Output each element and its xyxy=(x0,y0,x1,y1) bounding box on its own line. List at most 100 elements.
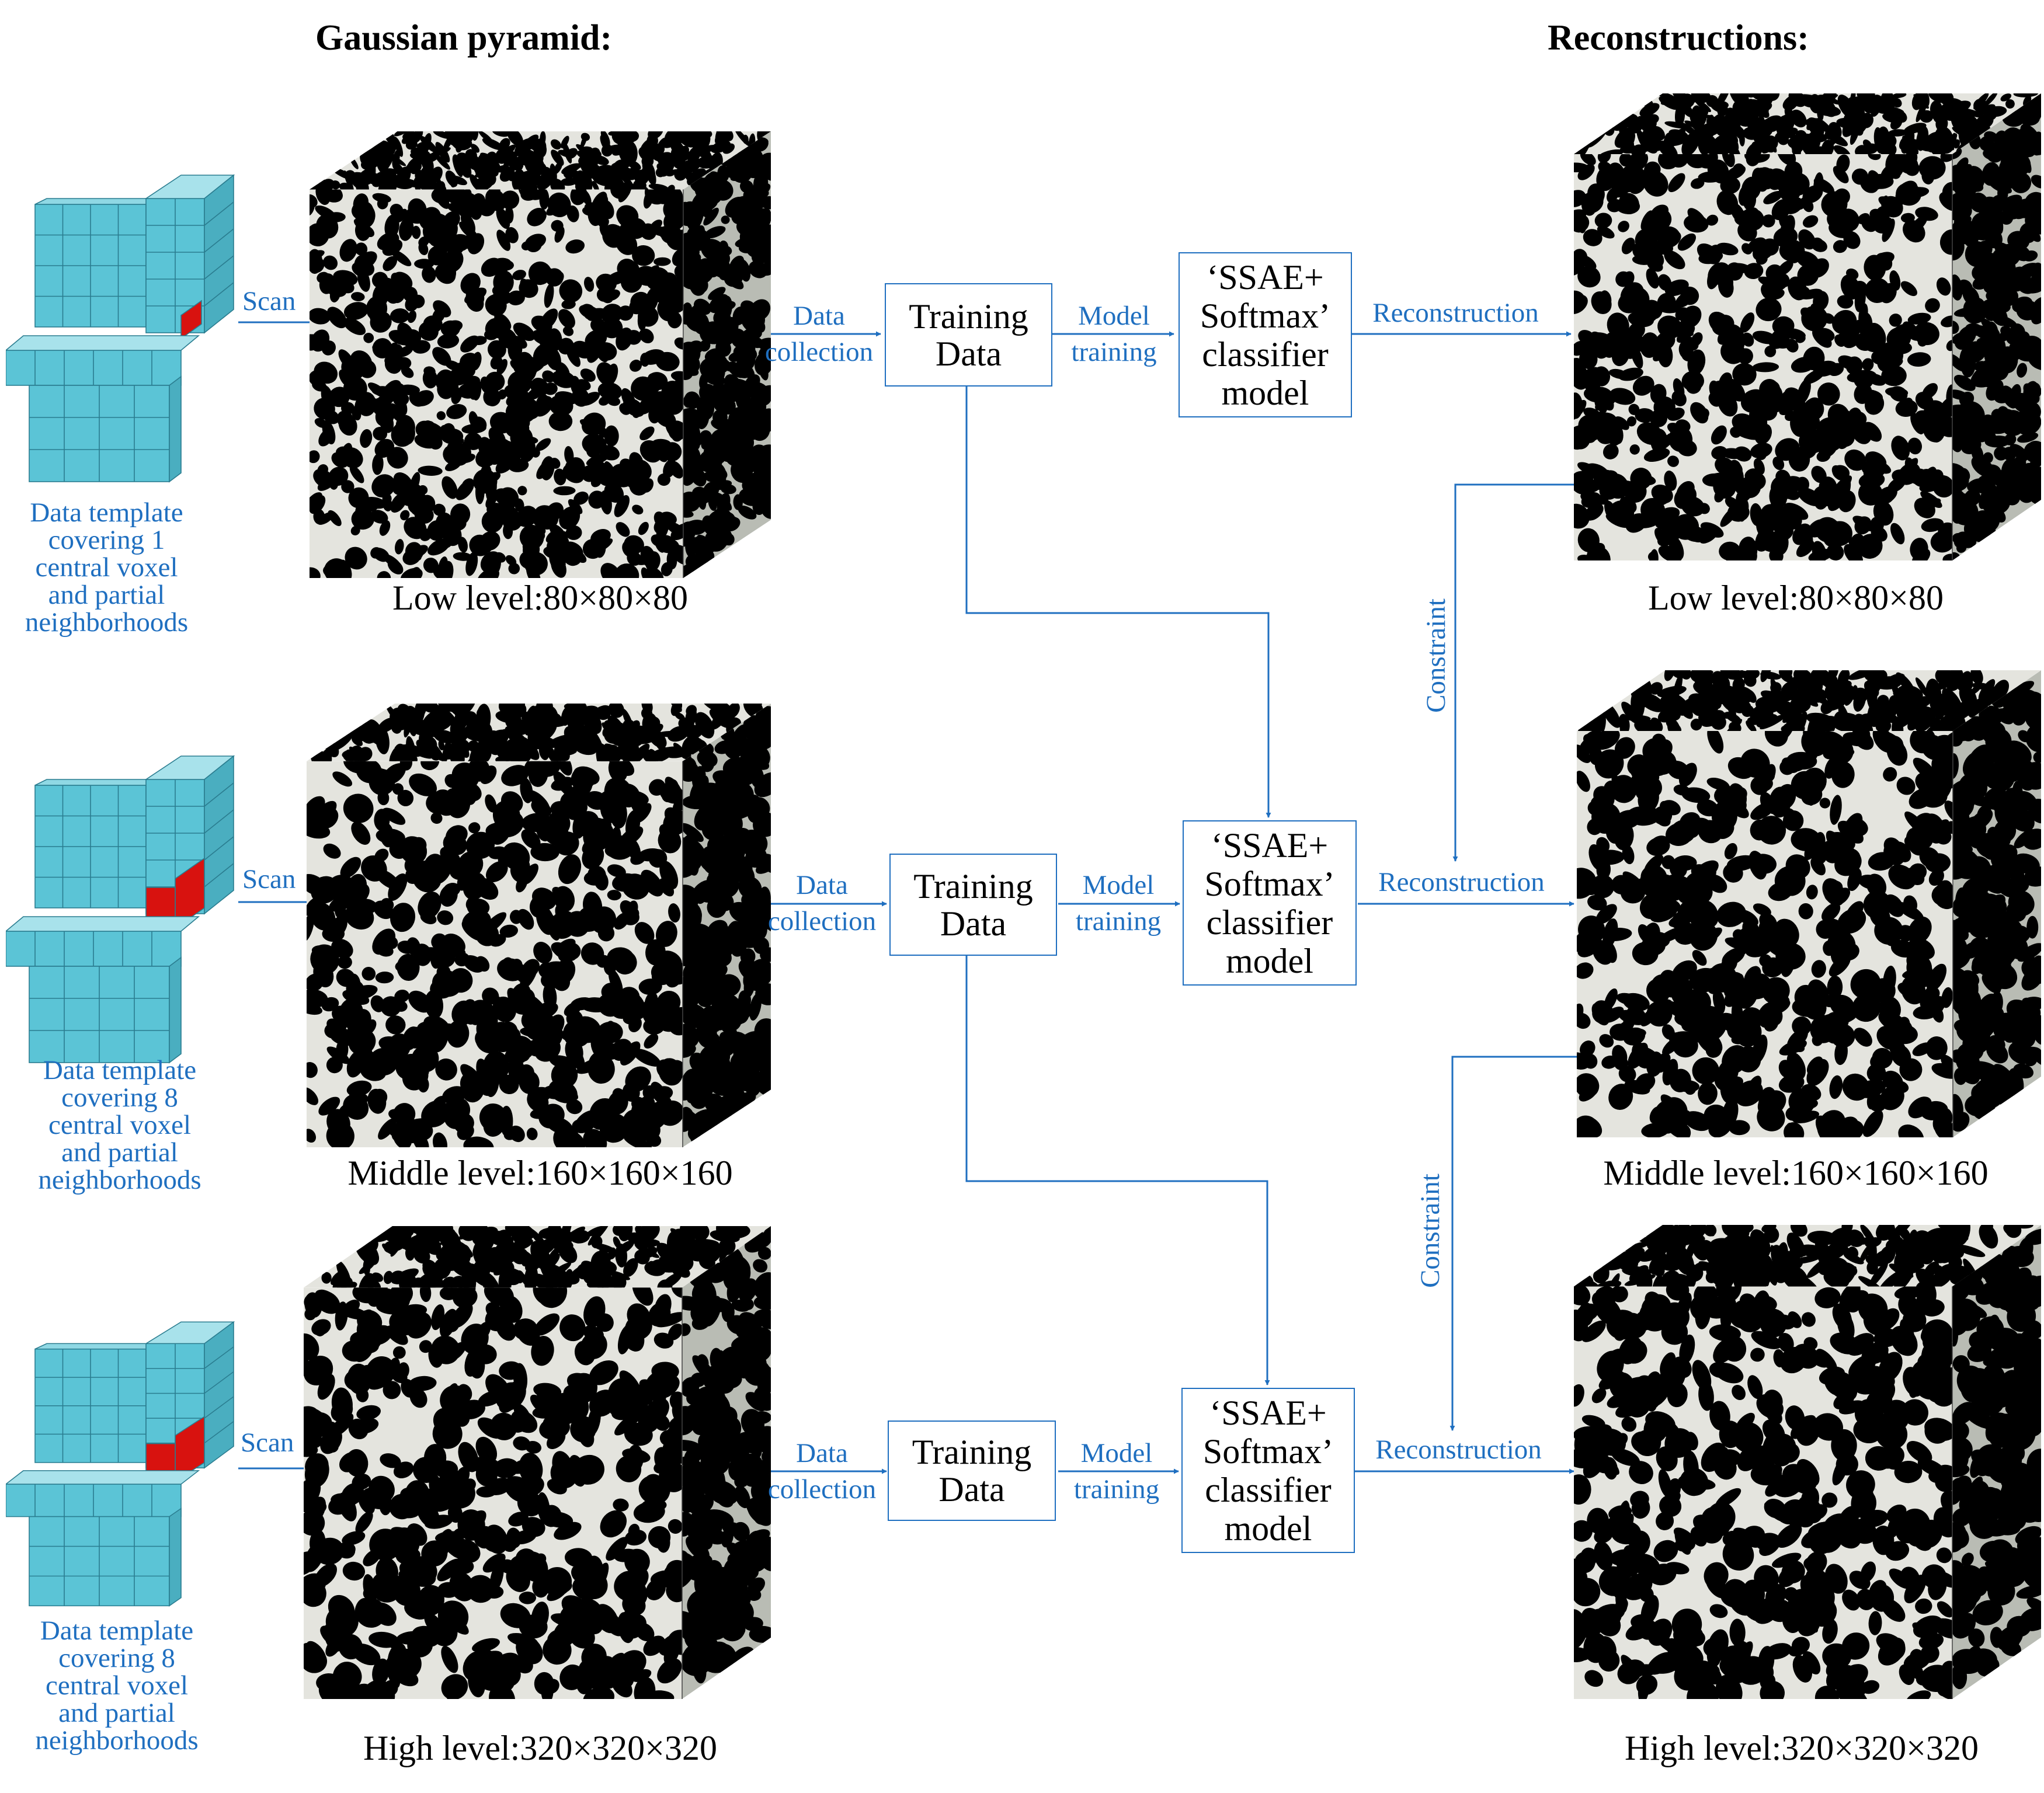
template-label-line: Data template xyxy=(30,497,183,528)
training-data-line: Training xyxy=(912,1433,1032,1471)
model-training-label-high: Model training xyxy=(1058,1435,1175,1507)
classifier-box-middle: ‘SSAE+ Softmax’ classifier model xyxy=(1183,820,1357,986)
constraint-label-upper: Constraint xyxy=(1421,598,1451,713)
cube-face-side xyxy=(683,131,771,578)
template-label-line: covering 1 xyxy=(48,525,165,555)
training-data-line: Data xyxy=(935,334,1002,373)
cube-face-top xyxy=(307,704,771,761)
data-collection-line: collection xyxy=(767,906,877,936)
template-label-middle: Data template covering 8 central voxel a… xyxy=(12,1057,228,1194)
classifier-box-high: ‘SSAE+ Softmax’ classifier model xyxy=(1181,1388,1355,1553)
pyramid-level-label-middle: Middle level:160×160×160 xyxy=(347,1154,733,1192)
template-label-line: Data template xyxy=(40,1616,194,1646)
classifier-line: classifier xyxy=(1206,903,1333,942)
template-label-low: Data template covering 1 central voxel a… xyxy=(0,499,213,636)
model-training-line: Model xyxy=(1080,1438,1153,1468)
template-label-line: Data template xyxy=(43,1055,197,1085)
cube-face-top xyxy=(310,131,771,190)
training-data-box-high: Training Data xyxy=(888,1421,1056,1521)
reconstructions-header: Reconstructions: xyxy=(1548,18,1809,58)
model-training-line: training xyxy=(1071,337,1157,367)
pyramid-level-label-high: High level:320×320×320 xyxy=(363,1729,717,1767)
cube-face-front xyxy=(1577,731,1953,1137)
data-collection-label-middle: Data collection xyxy=(756,867,888,939)
cube-face-front xyxy=(1574,1286,1952,1699)
gaussian-pyramid-header: Gaussian pyramid: xyxy=(315,18,613,58)
reconstruction-cube-high xyxy=(1574,1225,2041,1699)
pyramid-cube-high xyxy=(304,1226,771,1699)
cube-face-side xyxy=(682,704,771,1147)
reconstruction-cube-middle xyxy=(1577,670,2041,1137)
training-data-box-low: Training Data xyxy=(885,283,1052,387)
cube-face-side xyxy=(1952,670,2041,1137)
cube-face-front xyxy=(1574,154,1952,560)
training-to-middle-classifier-line xyxy=(965,387,1271,818)
training-data-line: Training xyxy=(913,866,1033,906)
training-data-box-middle: Training Data xyxy=(889,854,1057,956)
classifier-line: Softmax’ xyxy=(1200,296,1331,335)
classifier-box-low: ‘SSAE+ Softmax’ classifier model xyxy=(1179,252,1352,417)
template-label-line: and partial xyxy=(61,1137,178,1168)
template-label-line: covering 8 xyxy=(58,1643,175,1673)
cube-face-top xyxy=(304,1226,771,1288)
classifier-line: classifier xyxy=(1205,1470,1332,1509)
pyramid-cube-low xyxy=(310,131,771,578)
model-training-label-middle: Model training xyxy=(1060,867,1177,939)
pyramid-level-label-low: Low level:80×80×80 xyxy=(392,579,688,617)
model-training-line: Model xyxy=(1082,870,1155,900)
reconstruction-label-low: Reconstruction xyxy=(1372,298,1539,328)
cube-face-top xyxy=(1574,1225,2041,1287)
scan-label-low: Scan xyxy=(242,286,296,316)
cube-face-side xyxy=(1952,93,2041,560)
classifier-line: Softmax’ xyxy=(1204,864,1335,903)
model-training-line: Model xyxy=(1078,301,1150,331)
data-template-voxels-middle xyxy=(6,755,235,1064)
template-label-high: Data template covering 8 central voxel a… xyxy=(9,1617,225,1754)
model-training-line: training xyxy=(1073,1474,1160,1505)
cube-face-side xyxy=(682,1226,771,1699)
training-data-line: Training xyxy=(909,297,1028,336)
classifier-line: ‘SSAE+ xyxy=(1211,826,1329,865)
model-training-line: training xyxy=(1075,906,1162,936)
data-collection-line: collection xyxy=(767,1474,877,1505)
classifier-line: ‘SSAE+ xyxy=(1209,1393,1327,1432)
training-data-line: Data xyxy=(940,904,1007,943)
template-label-line: central voxel xyxy=(45,1670,189,1701)
template-label-line: and partial xyxy=(48,580,165,610)
constraint-label-lower: Constraint xyxy=(1415,1174,1445,1288)
cube-face-front xyxy=(304,1287,682,1699)
scan-label-middle: Scan xyxy=(242,864,296,894)
template-label-line: neighborhoods xyxy=(35,1725,199,1756)
training-to-high-classifier-line xyxy=(965,956,1270,1385)
data-collection-line: collection xyxy=(764,337,874,367)
reconstruction-level-label-middle: Middle level:160×160×160 xyxy=(1603,1154,1989,1192)
classifier-line: ‘SSAE+ xyxy=(1207,257,1324,297)
cube-face-front xyxy=(307,761,683,1147)
scan-label-high: Scan xyxy=(241,1428,294,1458)
reconstruction-label-middle: Reconstruction xyxy=(1378,867,1545,897)
data-collection-label-high: Data collection xyxy=(756,1435,888,1507)
classifier-line: model xyxy=(1226,941,1313,980)
template-label-line: neighborhoods xyxy=(38,1165,201,1195)
reconstruction-level-label-low: Low level:80×80×80 xyxy=(1648,579,1944,617)
template-label-line: covering 8 xyxy=(61,1082,178,1113)
template-label-line: neighborhoods xyxy=(25,607,189,638)
classifier-line: Softmax’ xyxy=(1202,1432,1334,1471)
cube-face-side xyxy=(1952,1225,2041,1699)
training-data-line: Data xyxy=(938,1470,1005,1509)
model-training-label-low: Model training xyxy=(1057,298,1171,370)
data-collection-line: Data xyxy=(796,870,848,900)
reconstruction-level-label-high: High level:320×320×320 xyxy=(1625,1729,1979,1767)
data-collection-line: Data xyxy=(793,301,845,331)
template-label-line: central voxel xyxy=(35,552,178,583)
data-collection-line: Data xyxy=(796,1438,848,1468)
classifier-line: model xyxy=(1224,1509,1312,1548)
classifier-line: model xyxy=(1221,373,1309,412)
data-template-voxels-high xyxy=(6,1321,235,1607)
classifier-line: classifier xyxy=(1202,335,1329,374)
cube-face-top xyxy=(1574,93,2041,154)
reconstruction-cube-low xyxy=(1574,93,2041,560)
data-template-voxels-low xyxy=(6,174,235,483)
reconstruction-label-high: Reconstruction xyxy=(1375,1435,1542,1465)
